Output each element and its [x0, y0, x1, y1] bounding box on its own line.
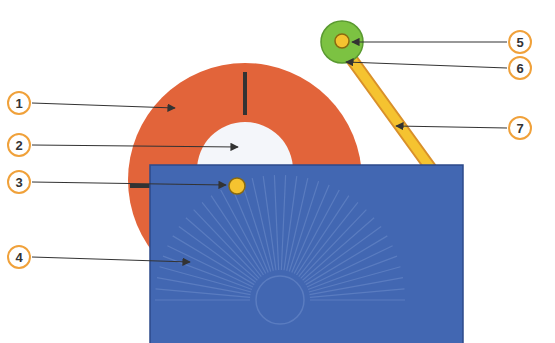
callout-number: 6 [508, 56, 532, 80]
blue-housing [150, 165, 463, 343]
lever-rod-outline [345, 50, 432, 170]
watermark-ray [310, 299, 405, 300]
watermark-ray [281, 175, 285, 270]
index-mark [130, 184, 152, 188]
lever-rod [345, 50, 432, 170]
watermark-rays [155, 175, 405, 324]
leader-line [32, 182, 226, 185]
watermark-ray [231, 185, 268, 272]
watermark-ray [304, 227, 381, 283]
watermark-ray [303, 218, 375, 281]
watermark-ray [167, 246, 253, 287]
leader-line [396, 126, 507, 128]
leader-line [346, 62, 507, 68]
watermark-ray [156, 289, 251, 298]
watermark-emblem [256, 276, 304, 324]
leader-lines [32, 42, 507, 262]
watermark-ray [306, 236, 388, 285]
watermark-ray [274, 175, 278, 270]
index-mark [243, 72, 247, 115]
leader-line [352, 41, 507, 42]
yellow-dot [229, 178, 245, 194]
watermark-ray [308, 256, 397, 289]
leader-line [32, 103, 175, 108]
leader-line [32, 257, 190, 262]
white-window [197, 122, 293, 170]
watermark-ray [157, 278, 250, 295]
watermark-ray [310, 278, 403, 295]
watermark-ray [292, 185, 329, 272]
watermark-ray [155, 299, 250, 300]
leader-line [32, 145, 238, 147]
callout-number: 7 [508, 116, 532, 140]
callout-number: 4 [7, 245, 31, 269]
watermark-ray [263, 176, 276, 270]
callout-number: 1 [7, 91, 31, 115]
knob-pin [335, 34, 349, 48]
watermark-ray [310, 289, 405, 298]
watermark-ray [221, 190, 266, 274]
callout-number: 2 [7, 133, 31, 157]
watermark-ray [309, 267, 401, 292]
callout-number: 5 [508, 30, 532, 54]
watermark-ray [211, 196, 263, 275]
callout-number: 3 [7, 170, 31, 194]
